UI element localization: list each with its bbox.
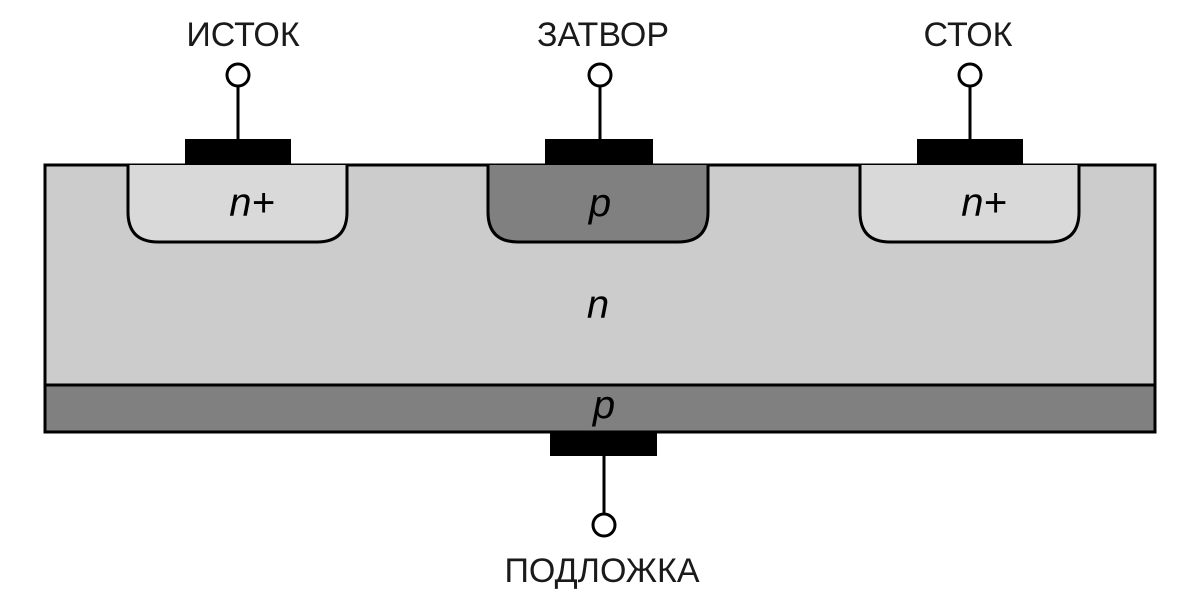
substrate-label: ПОДЛОЖКА: [504, 552, 699, 590]
source-n-plus-well: [126, 165, 349, 244]
drain-label: СТОК: [924, 16, 1013, 54]
source-terminal-circle: [225, 62, 251, 88]
drain-n-plus-well: [858, 165, 1081, 244]
substrate-contact: [550, 432, 657, 456]
channel-body-label: n: [587, 283, 609, 327]
source-well-label: n+: [229, 181, 275, 225]
drain-well-label: n+: [961, 181, 1007, 225]
gate-terminal-circle: [587, 62, 613, 88]
gate-p-well: [486, 165, 710, 244]
source-contact: [185, 139, 291, 165]
drain-contact: [917, 139, 1023, 165]
drain-terminal-circle: [957, 62, 983, 88]
substrate-terminal-circle: [591, 512, 617, 538]
gate-label: ЗАТВОР: [537, 16, 669, 54]
gate-well-label: p: [588, 181, 611, 225]
p-substrate-layer: [43, 383, 1157, 434]
source-label: ИСТОК: [186, 16, 300, 54]
gate-contact: [545, 139, 653, 165]
substrate-layer-label: p: [592, 383, 615, 427]
